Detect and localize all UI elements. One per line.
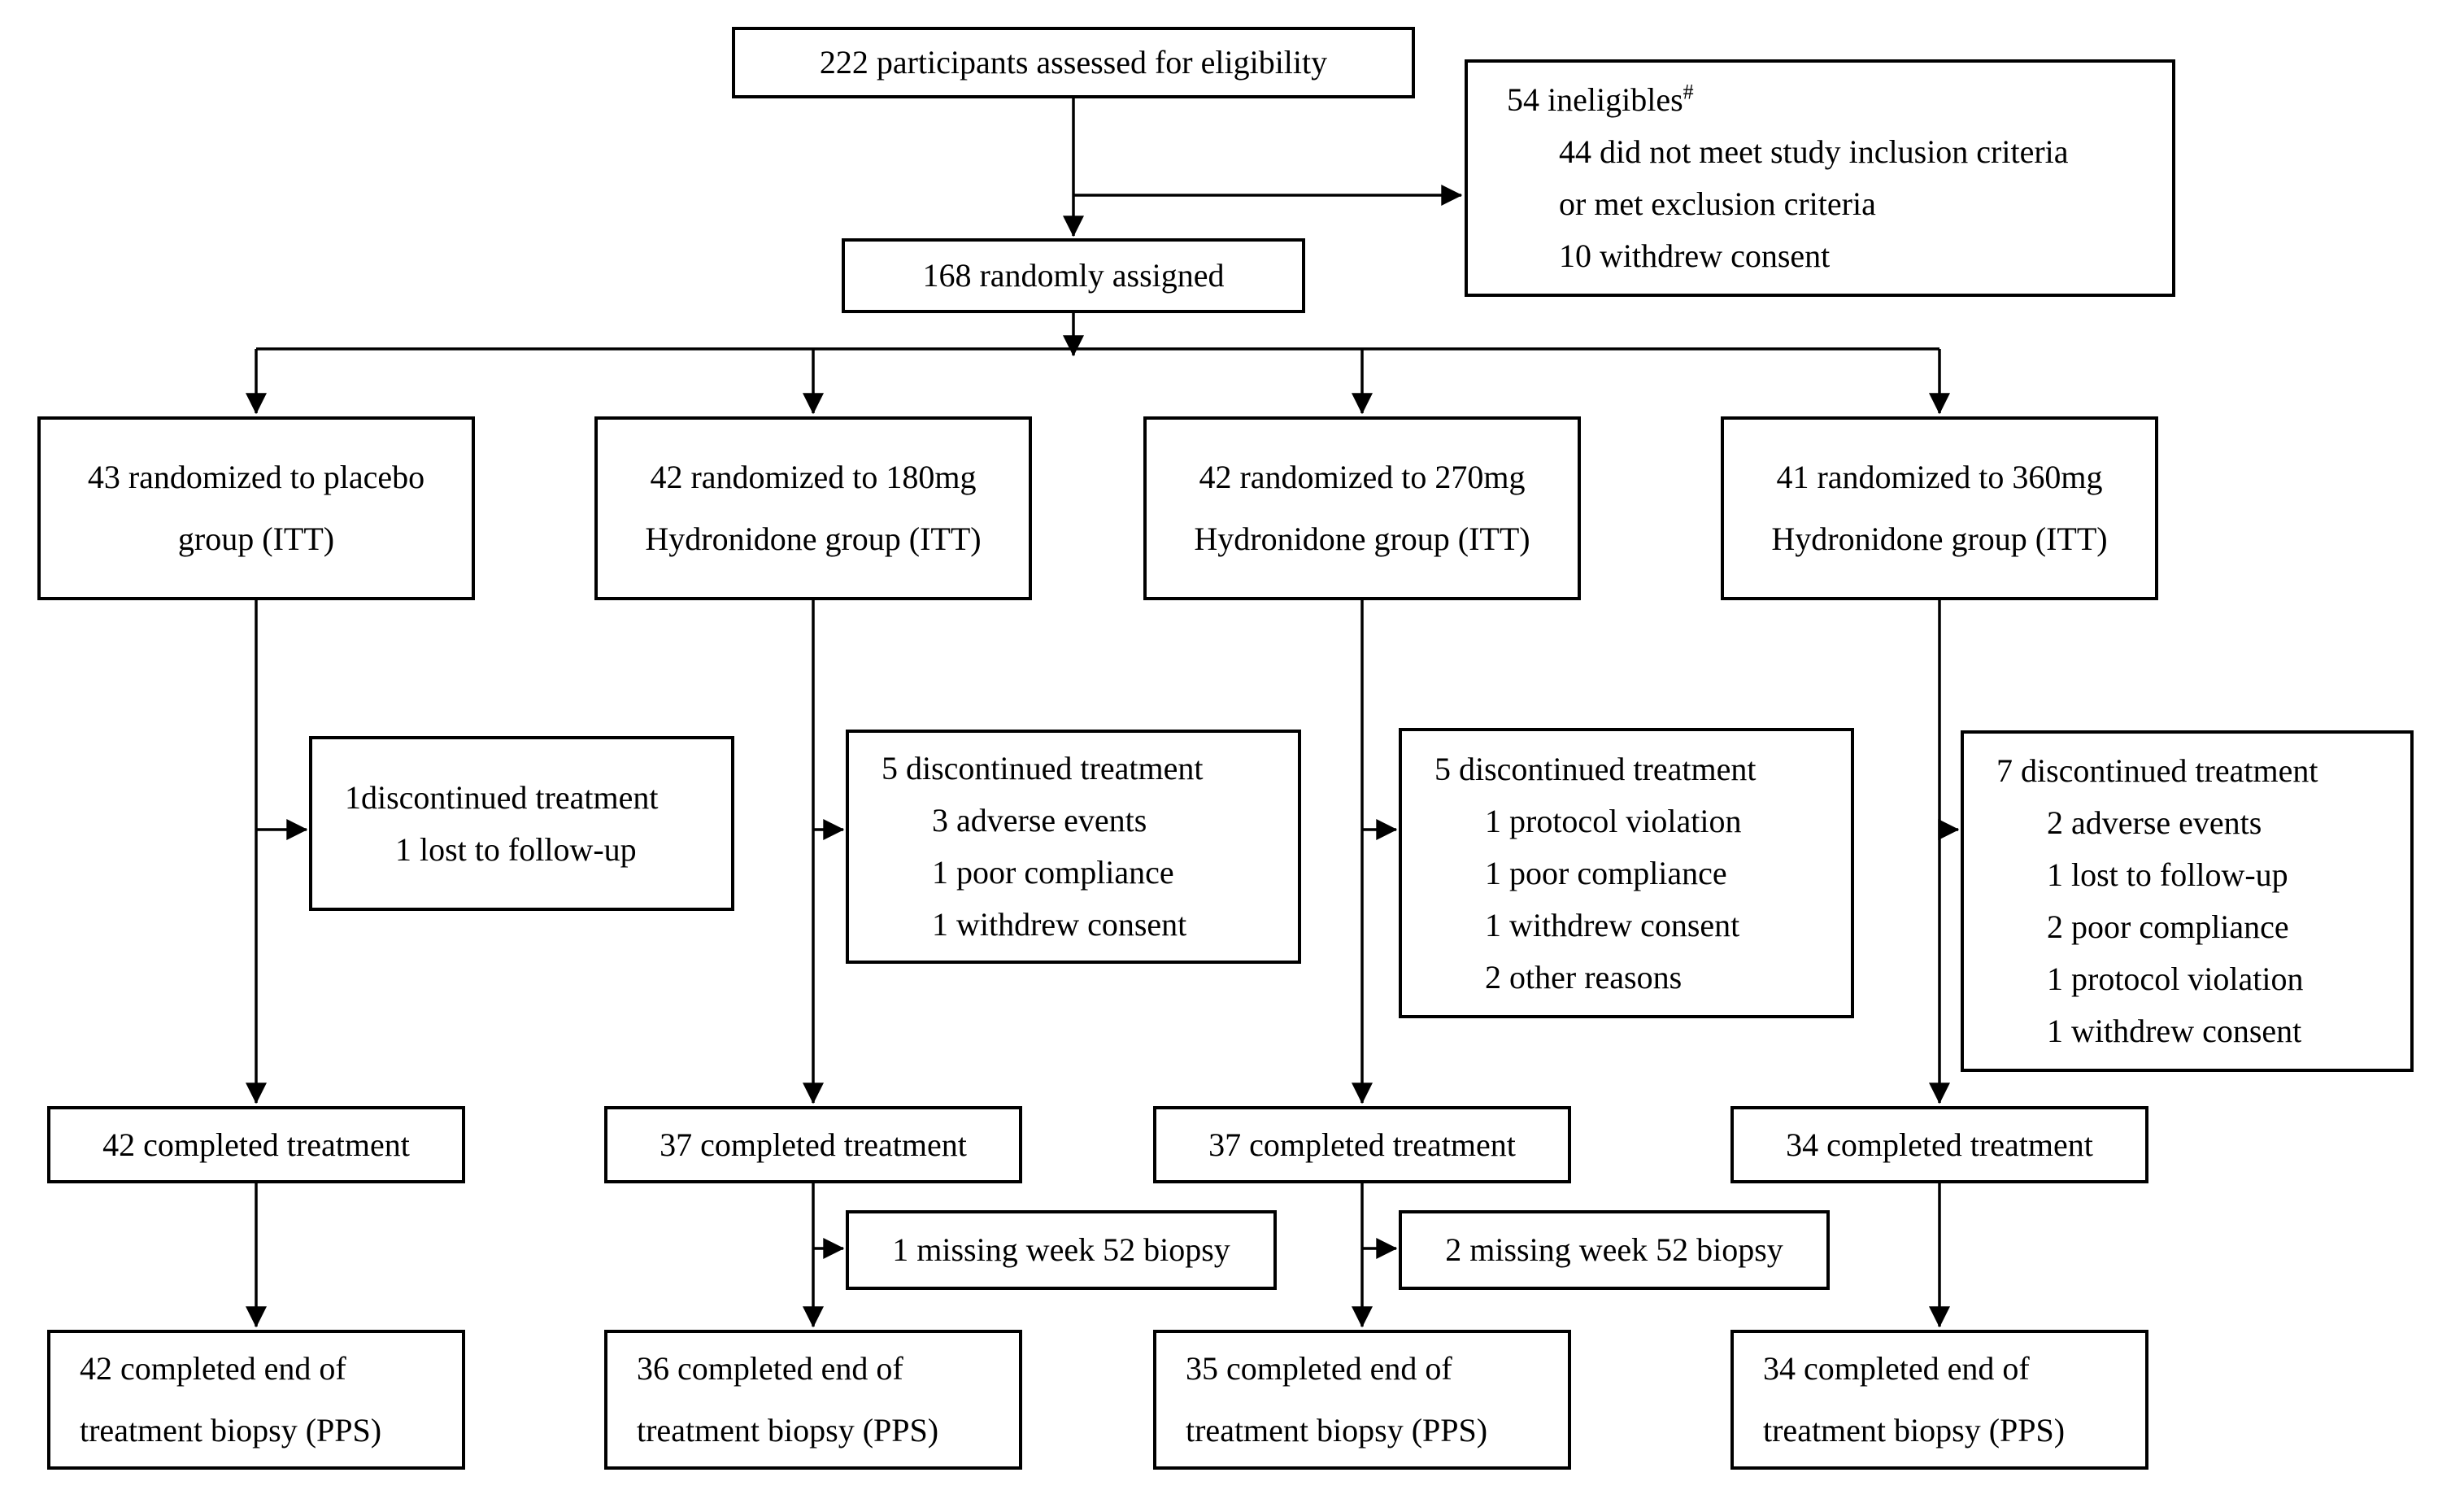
box-completed-360mg: 34 completed treatment [1730, 1106, 2148, 1183]
discontinued-item: 1 lost to follow-up [395, 830, 637, 868]
pps-line2: treatment biopsy (PPS) [1186, 1412, 1488, 1449]
arm-line2: Hydronidone group (ITT) [1194, 521, 1530, 557]
arm-line1: 43 randomized to placebo [87, 459, 425, 495]
box-arm-360mg: 41 randomized to 360mg Hydronidone group… [1721, 416, 2158, 600]
discontinued-item: 1 withdrew consent [932, 906, 1187, 943]
eligibility-text: 222 participants assessed for eligibilit… [819, 44, 1328, 81]
footnote-mark: # [1683, 80, 1694, 104]
ineligibles-item: 44 did not meet study inclusion criteria [1559, 133, 2069, 170]
discontinued-item: 3 adverse events [932, 802, 1147, 839]
discontinued-item: 1 withdrew consent [2047, 1013, 2302, 1049]
box-ineligibles: 54 ineligibles# 44 did not meet study in… [1465, 59, 2175, 297]
box-completed-270mg: 37 completed treatment [1153, 1106, 1571, 1183]
pps-line2: treatment biopsy (PPS) [1763, 1412, 2066, 1449]
discontinued-header: 5 discontinued treatment [882, 750, 1204, 786]
missing-text: 1 missing week 52 biopsy [892, 1231, 1230, 1268]
completed-text: 42 completed treatment [102, 1126, 410, 1163]
box-randomized: 168 randomly assigned [842, 238, 1305, 313]
discontinued-header: 7 discontinued treatment [1996, 752, 2318, 789]
box-pps-180mg: 36 completed end of treatment biopsy (PP… [604, 1330, 1022, 1470]
completed-text: 34 completed treatment [1786, 1126, 2093, 1163]
completed-text: 37 completed treatment [660, 1126, 967, 1163]
box-discontinued-360mg: 7 discontinued treatment 2 adverse event… [1961, 730, 2414, 1072]
box-discontinued-270mg: 5 discontinued treatment 1 protocol viol… [1399, 728, 1854, 1018]
pps-line1: 34 completed end of [1763, 1350, 2030, 1387]
arm-line1: 42 randomized to 180mg [650, 459, 977, 495]
box-discontinued-180mg: 5 discontinued treatment 3 adverse event… [846, 730, 1301, 964]
discontinued-item: 2 poor compliance [2047, 908, 2289, 945]
arm-line1: 42 randomized to 270mg [1199, 459, 1526, 495]
box-pps-270mg: 35 completed end of treatment biopsy (PP… [1153, 1330, 1571, 1470]
pps-line1: 42 completed end of [80, 1350, 346, 1387]
box-discontinued-placebo: 1discontinued treatment 1 lost to follow… [309, 736, 734, 911]
box-pps-360mg: 34 completed end of treatment biopsy (PP… [1730, 1330, 2148, 1470]
discontinued-item: 1 poor compliance [1485, 854, 1727, 891]
pps-line1: 36 completed end of [637, 1350, 903, 1387]
box-arm-270mg: 42 randomized to 270mg Hydronidone group… [1143, 416, 1581, 600]
discontinued-item: 1 lost to follow-up [2047, 856, 2288, 893]
box-eligibility: 222 participants assessed for eligibilit… [732, 27, 1415, 98]
pps-line2: treatment biopsy (PPS) [80, 1412, 382, 1449]
box-arm-placebo: 43 randomized to placebo group (ITT) [37, 416, 475, 600]
arm-line2: group (ITT) [177, 521, 335, 557]
arm-line1: 41 randomized to 360mg [1776, 459, 2103, 495]
discontinued-item: 2 other reasons [1485, 958, 1683, 995]
arm-line2: Hydronidone group (ITT) [1771, 521, 2108, 557]
arm-line2: Hydronidone group (ITT) [645, 521, 982, 557]
discontinued-header: 1discontinued treatment [345, 778, 659, 816]
discontinued-item: 2 adverse events [2047, 804, 2262, 841]
discontinued-header: 5 discontinued treatment [1434, 750, 1757, 787]
missing-text: 2 missing week 52 biopsy [1445, 1231, 1783, 1268]
box-arm-180mg: 42 randomized to 180mg Hydronidone group… [594, 416, 1032, 600]
box-completed-180mg: 37 completed treatment [604, 1106, 1022, 1183]
ineligibles-item: or met exclusion criteria [1559, 185, 1876, 222]
discontinued-item: 1 protocol violation [1485, 802, 1742, 839]
discontinued-item: 1 protocol violation [2047, 961, 2304, 997]
box-pps-placebo: 42 completed end of treatment biopsy (PP… [47, 1330, 465, 1470]
ineligibles-header: 54 ineligibles# [1507, 80, 1694, 118]
discontinued-item: 1 withdrew consent [1485, 906, 1740, 943]
box-completed-placebo: 42 completed treatment [47, 1106, 465, 1183]
pps-line1: 35 completed end of [1186, 1350, 1452, 1387]
randomized-text: 168 randomly assigned [922, 257, 1225, 294]
box-missing-biopsy-270mg: 2 missing week 52 biopsy [1399, 1210, 1830, 1290]
pps-line2: treatment biopsy (PPS) [637, 1412, 939, 1449]
completed-text: 37 completed treatment [1208, 1126, 1516, 1163]
discontinued-item: 1 poor compliance [932, 854, 1174, 891]
box-missing-biopsy-180mg: 1 missing week 52 biopsy [846, 1210, 1277, 1290]
ineligibles-item: 10 withdrew consent [1559, 237, 1831, 274]
